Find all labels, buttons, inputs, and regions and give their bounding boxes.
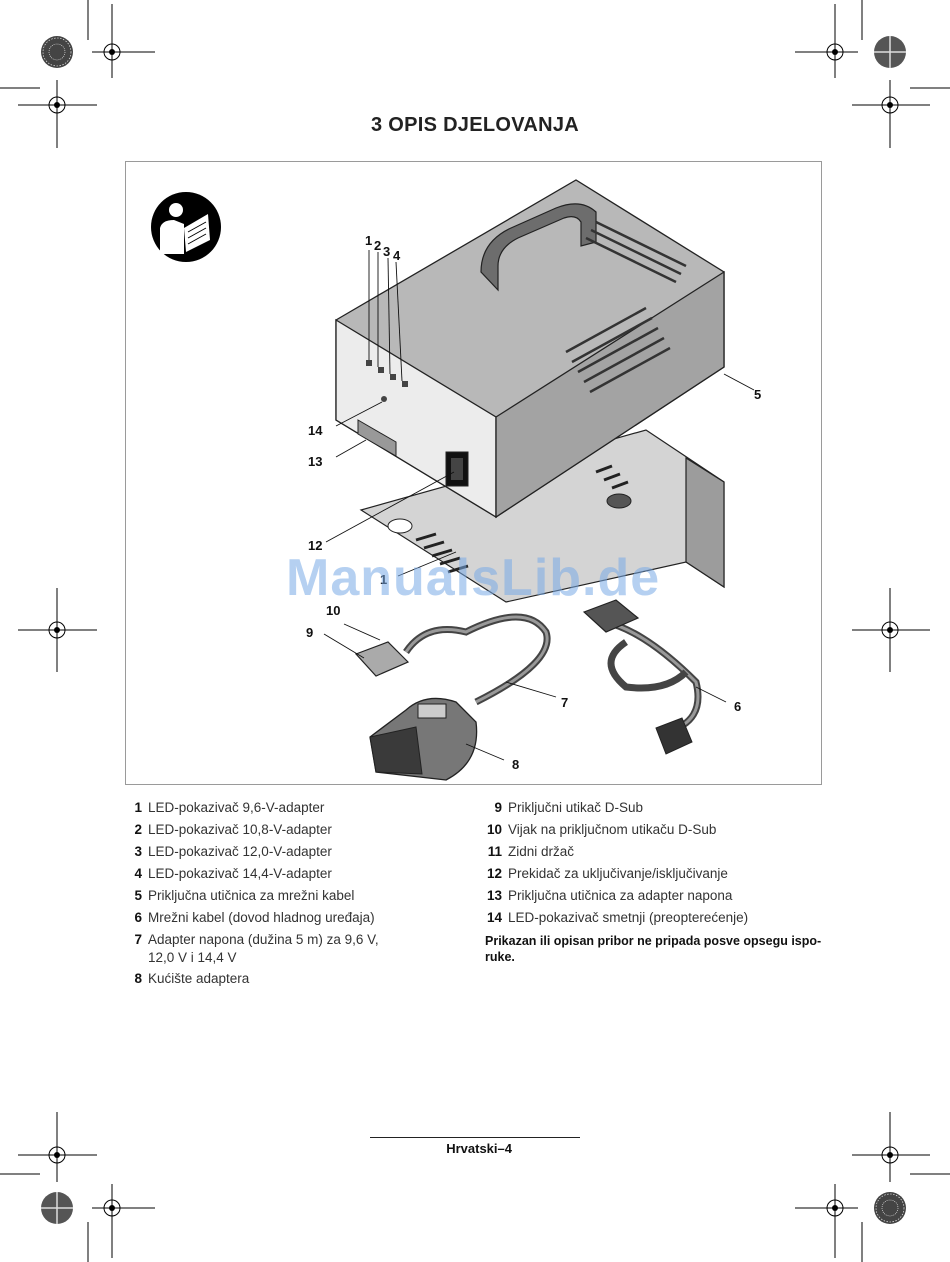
wall-bracket — [359, 429, 725, 603]
callout-3: 3 — [383, 244, 391, 259]
callout-6: 6 — [734, 699, 742, 714]
product-illustration: 1 2 3 4 5 14 13 12 1 10 9 7 6 8 — [125, 161, 822, 785]
page-title: 3 OPIS DJELOVANJA — [370, 114, 580, 136]
footer-rule — [370, 1137, 580, 1138]
adapter-housing — [335, 179, 725, 519]
callout-9: 9 — [306, 625, 314, 640]
callout-2: 2 — [374, 238, 382, 253]
callout-12: 12 — [308, 538, 323, 553]
callout-10: 10 — [326, 603, 341, 618]
callout-4: 4 — [393, 248, 401, 263]
page-footer: Hrvatski–4 — [446, 1141, 512, 1156]
callout-14: 14 — [308, 423, 323, 438]
accessory-note: Prikazan ili opisan pribor ne pripada po… — [485, 934, 822, 964]
adapter-body — [369, 697, 478, 781]
adapter-cable — [403, 613, 702, 736]
read-manual-icon — [151, 192, 221, 262]
callout-7: 7 — [561, 695, 569, 710]
callout-5: 5 — [754, 387, 762, 402]
callout-8: 8 — [512, 757, 520, 772]
callout-1: 1 — [365, 233, 373, 248]
callout-13: 13 — [308, 454, 323, 469]
callout-11: 1 — [380, 572, 388, 587]
watermark: ManualsLib.de — [286, 549, 661, 607]
